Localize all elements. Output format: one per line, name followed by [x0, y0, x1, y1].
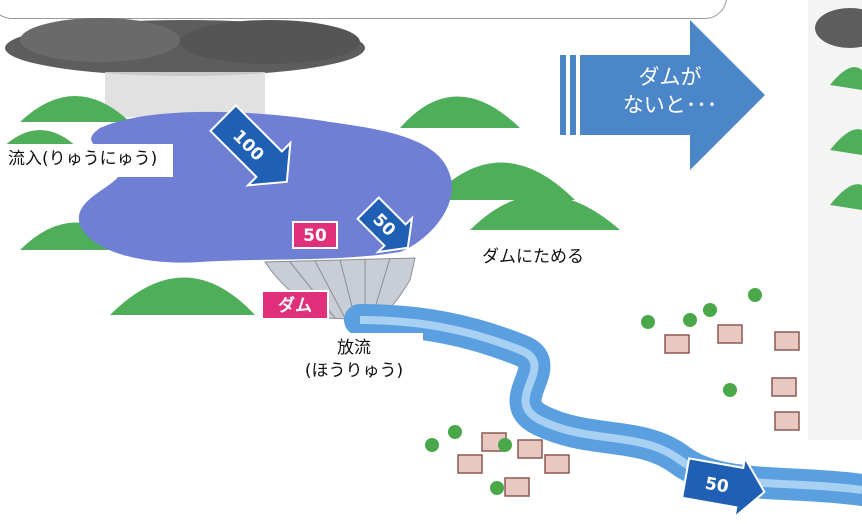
stored-badge: 50	[292, 221, 338, 249]
arrow-stripe	[570, 55, 576, 135]
inflow-arrow-badge: 100	[209, 104, 292, 187]
release-label-main: 放流	[337, 338, 371, 358]
next-panel	[808, 0, 862, 440]
inflow-label: 流入(りゅうにゅう)	[0, 144, 174, 177]
arrow-stripe	[560, 55, 566, 135]
downstream-arrow-badge: 50	[680, 455, 766, 520]
dam-label: ダム	[278, 295, 312, 316]
village	[425, 288, 800, 497]
store-label: ダムにためる	[460, 240, 606, 289]
mountains	[0, 67, 862, 315]
big-arrow	[580, 20, 765, 170]
arrow-label-line1: ダムが	[638, 65, 702, 89]
dam-badge: ダム	[261, 290, 329, 320]
rain-cloud-icon	[5, 18, 365, 76]
release-label-reading: (ほうりゅう)	[304, 360, 404, 381]
right-cloud-icon	[815, 8, 862, 48]
release-label: 放流 (ほうりゅう)	[285, 333, 423, 387]
stored-value: 50	[303, 226, 327, 246]
downstream-value: 50	[703, 474, 730, 498]
outflow-arrow-badge: 50	[356, 196, 414, 254]
arrow-label-line2: ないと･･･	[622, 93, 718, 118]
arrow-label: ダムが ないと･･･	[595, 63, 745, 120]
